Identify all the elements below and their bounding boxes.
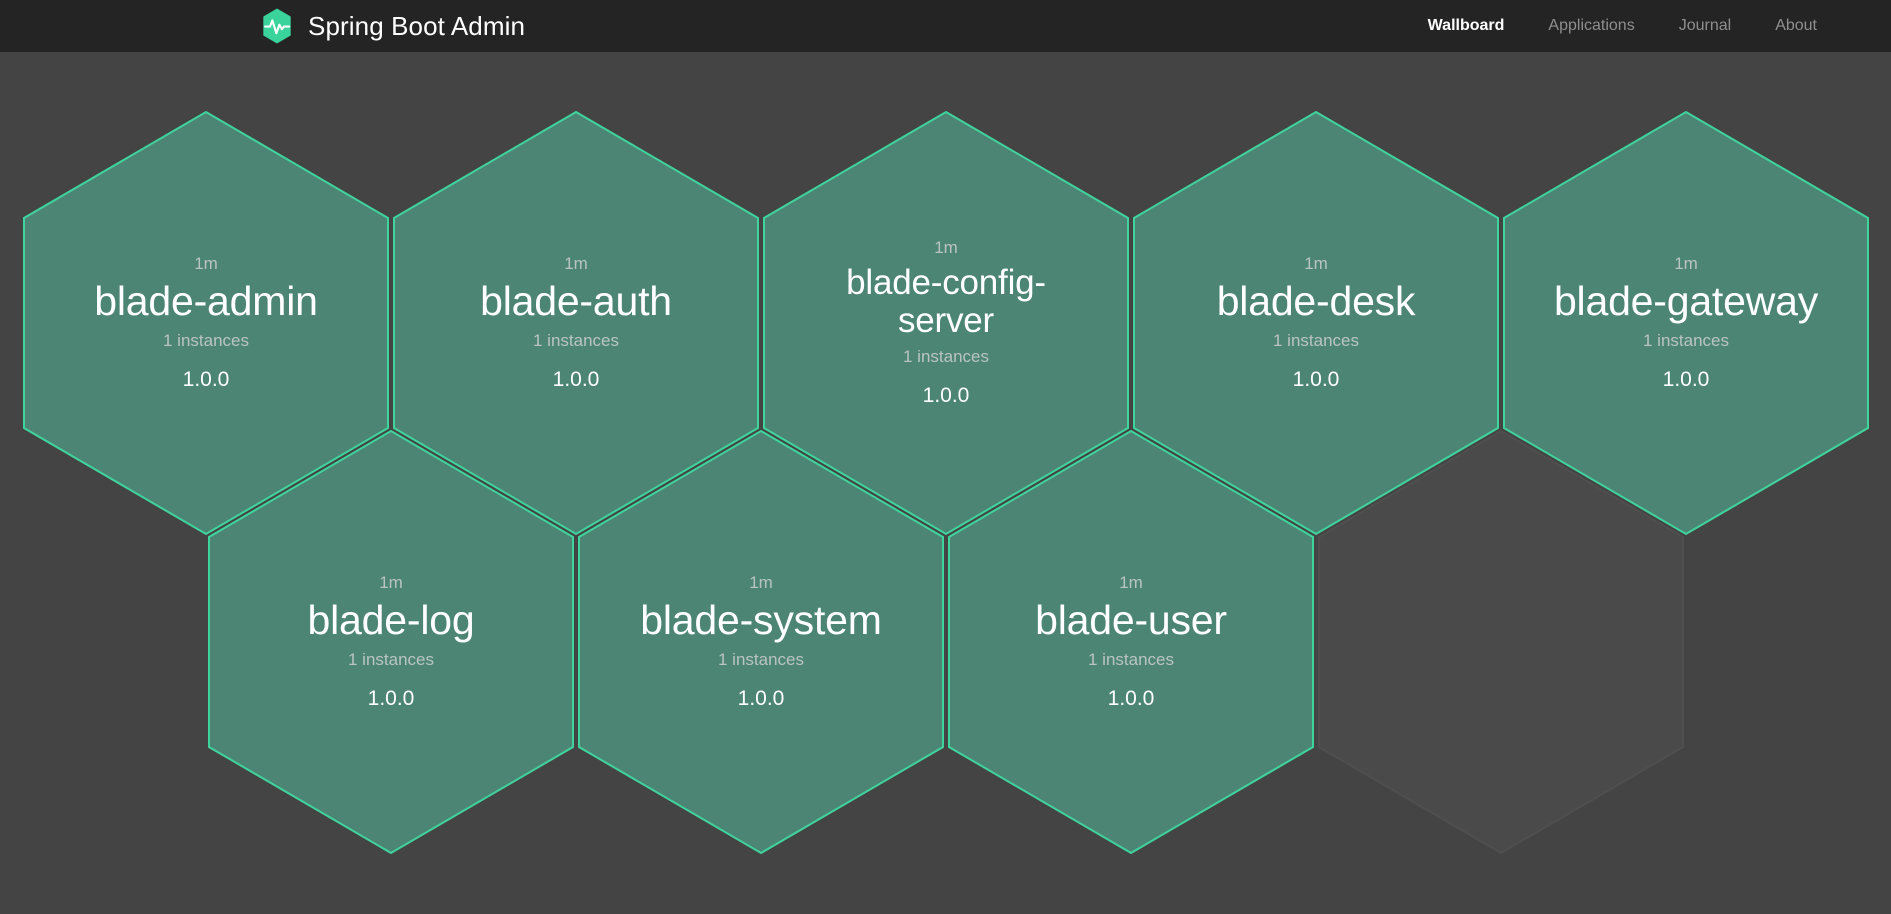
nav-link-wallboard[interactable]: Wallboard [1427, 17, 1505, 34]
hexagon-shape [578, 429, 944, 855]
hexagon-shape [763, 110, 1129, 536]
nav-link-about[interactable]: About [1775, 17, 1817, 34]
hexagon-grid: 1m blade-admin 1 instances 1.0.0 1m blad… [0, 52, 1891, 914]
hexagon-shape [1503, 110, 1869, 536]
empty-hexagon-slot [1317, 429, 1685, 855]
app-hexagon-blade-user[interactable]: 1m blade-user 1 instances 1.0.0 [947, 429, 1315, 855]
top-navbar: Spring Boot Admin Wallboard Applications… [0, 0, 1891, 52]
main-nav: Wallboard Applications Journal About [1406, 11, 1839, 41]
hexagon-shape [948, 429, 1314, 855]
heartbeat-hexagon-icon [263, 8, 291, 44]
hexagon-shape [23, 110, 389, 536]
nav-link-journal[interactable]: Journal [1678, 17, 1732, 34]
hexagon-shape [1133, 110, 1499, 536]
brand-link[interactable]: Spring Boot Admin [258, 7, 525, 45]
hexagon-shape [208, 429, 574, 855]
nav-link-applications[interactable]: Applications [1548, 17, 1635, 34]
brand-title: Spring Boot Admin [308, 10, 526, 41]
wallboard: 1m blade-admin 1 instances 1.0.0 1m blad… [0, 52, 1891, 914]
hexagon-shape [393, 110, 759, 536]
app-hexagon-blade-log[interactable]: 1m blade-log 1 instances 1.0.0 [207, 429, 575, 855]
hexagon-shape [1318, 429, 1684, 855]
app-hexagon-blade-system[interactable]: 1m blade-system 1 instances 1.0.0 [577, 429, 945, 855]
